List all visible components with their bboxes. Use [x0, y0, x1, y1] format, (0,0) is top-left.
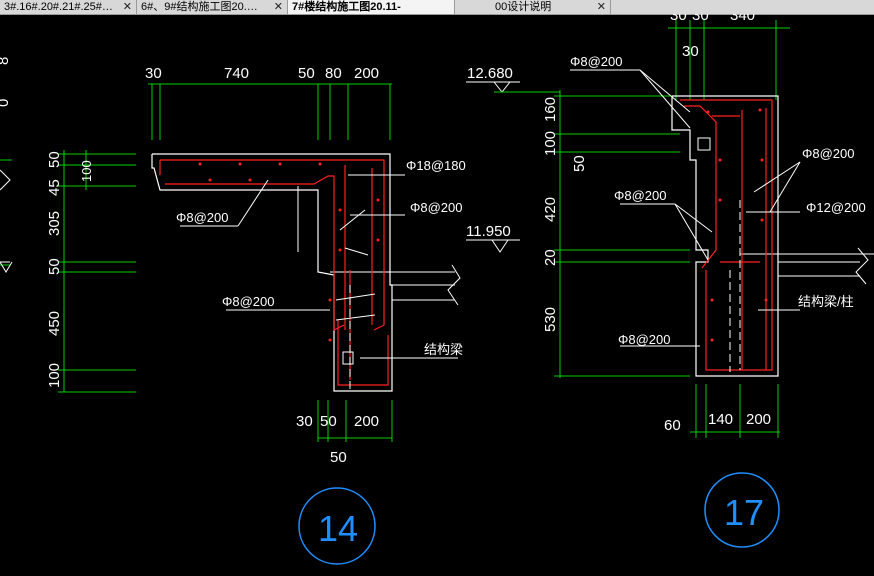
section-outline — [671, 95, 779, 377]
dim-left-50: 50 — [46, 151, 63, 168]
rebar-group — [159, 159, 389, 386]
dim-left-305: 305 — [46, 211, 63, 236]
rebar-leaders — [180, 174, 458, 390]
detail-circle-14 — [298, 487, 376, 565]
dim-left-530: 530 — [542, 307, 559, 332]
elevation-11950: 11.950 — [466, 223, 511, 240]
cad-canvas[interactable]: 8 0 30 740 50 80 200 — [0, 14, 874, 576]
dim-chain-bottom — [690, 384, 780, 438]
close-icon[interactable]: ✕ — [596, 1, 606, 13]
dim-top-30: 30 — [145, 65, 162, 82]
dim-bottom-200: 200 — [746, 411, 771, 428]
detail-number-14: 14 — [318, 508, 358, 549]
dim-top-340: 340 — [730, 14, 755, 24]
tab-label: 7#楼结构施工图20.11- — [292, 1, 401, 13]
tab-design-notes[interactable]: 00设计说明 ✕ — [455, 0, 611, 14]
dim-bottom-total: 50 — [330, 449, 347, 466]
dim-top-30-b: 30 — [692, 14, 709, 24]
dim-top-30-c: 30 — [682, 43, 699, 60]
detail-number-17: 17 — [724, 492, 764, 533]
dim-chain-left — [554, 90, 690, 378]
dim-top-740: 740 — [224, 65, 249, 82]
elevation-marks — [466, 81, 560, 253]
rebar-label-phi18: Φ18@180 — [406, 158, 466, 173]
dim-chain-left — [58, 150, 136, 393]
dim-left-100: 100 — [46, 363, 63, 388]
close-icon[interactable]: ✕ — [273, 1, 283, 13]
rebar-leaders — [570, 69, 801, 372]
rebar-label-phi8-a: Φ8@200 — [410, 200, 463, 215]
rebar-label-phi8-bottom: Φ8@200 — [618, 332, 671, 347]
dim-bottom-30: 30 — [296, 413, 313, 430]
beam-label: 结构梁 — [424, 342, 463, 357]
dim-left-100: 100 — [542, 131, 559, 156]
dim-left-450: 450 — [46, 311, 63, 336]
dim-left-50: 50 — [571, 155, 588, 172]
dim-chain-top — [148, 83, 392, 140]
tab-label: 6#、9#结构施工图20.… — [141, 1, 258, 13]
dim-left-160: 160 — [542, 97, 559, 122]
rebar-dots — [198, 162, 380, 342]
rebar-dots — [706, 108, 768, 342]
close-icon[interactable]: ✕ — [122, 1, 132, 13]
dim-chain-top — [668, 20, 790, 100]
dim-top-50: 50 — [298, 65, 315, 82]
tab-label: 3#.16#.20#.21#.25#… — [4, 1, 113, 13]
dim-left-45: 45 — [46, 179, 63, 196]
dim-left-50b: 50 — [46, 258, 63, 275]
dim-left-edge-mid: 0 — [0, 99, 12, 107]
dim-bottom-50: 50 — [320, 413, 337, 430]
dim-bottom-200: 200 — [354, 413, 379, 430]
dim-chain-bottom — [317, 400, 393, 442]
dim-top-200: 200 — [354, 65, 379, 82]
dim-top-80: 80 — [325, 65, 342, 82]
rebar-group — [680, 99, 773, 371]
dim-left-420: 420 — [542, 197, 559, 222]
rebar-label-phi8-c: Φ8@200 — [222, 294, 275, 309]
rebar-label-phi8-b: Φ8@200 — [176, 210, 229, 225]
rebar-label-phi12: Φ12@200 — [806, 200, 866, 215]
detail-17: 12.680 11.950 30 30 30 340 100 160 50 42… — [466, 14, 874, 548]
rebar-label-phi8-mid: Φ8@200 — [614, 188, 667, 203]
rebar-label-phi8-top: Φ8@200 — [570, 54, 623, 69]
elevation-12680: 12.680 — [467, 65, 513, 82]
tab-drawing-7[interactable]: 7#楼结构施工图20.11- — [288, 0, 455, 14]
document-tab-bar: 3#.16#.20#.21#.25#… ✕ 6#、9#结构施工图20.… ✕ 7… — [0, 0, 874, 15]
dim-left-inner-100: 100 — [79, 160, 94, 182]
dim-top-30-a: 30 — [670, 14, 687, 24]
dim-left-20: 20 — [542, 249, 559, 266]
tab-drawing-6-9[interactable]: 6#、9#结构施工图20.… ✕ — [137, 0, 288, 14]
dim-left-edge-top: 8 — [0, 57, 12, 65]
detail-14: 30 740 50 80 200 50 45 305 50 450 100 10… — [46, 65, 466, 565]
tab-drawing-3-16-20[interactable]: 3#.16#.20#.21#.25#… ✕ — [0, 0, 137, 14]
tab-label: 00设计说明 — [495, 1, 552, 13]
detail-circle-17 — [704, 472, 780, 548]
rebar-label-phi8-right: Φ8@200 — [802, 146, 855, 161]
left-edge-fragment: 8 0 — [0, 57, 13, 273]
dim-bottom-60: 60 — [664, 417, 681, 434]
dim-bottom-140: 140 — [708, 411, 733, 428]
beam-column-label: 结构梁/柱 — [798, 294, 854, 309]
